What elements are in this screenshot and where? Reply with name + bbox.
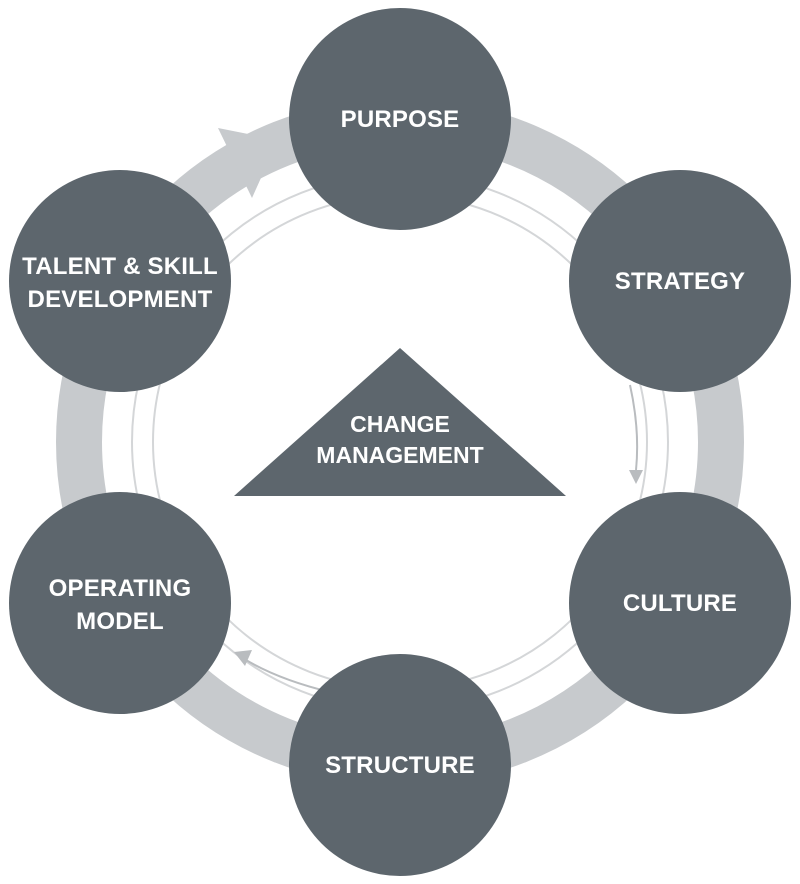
- outer-ring-arrowhead: [218, 128, 278, 198]
- center-label-line-2: MANAGEMENT: [316, 442, 483, 468]
- node-structure-label: STRUCTURE: [325, 752, 475, 779]
- node-talent-skill-label-line-2: DEVELOPMENT: [28, 286, 213, 313]
- node-talent-skill-label-line-1: TALENT & SKILL: [22, 253, 218, 280]
- node-strategy-circle: [569, 170, 791, 392]
- node-operating-model-label-line-1: OPERATING: [49, 575, 192, 602]
- right-thin-arrow-line: [629, 384, 639, 471]
- node-structure-circle: [289, 654, 511, 876]
- node-talent-skill: TALENT & SKILL DEVELOPMENT: [9, 170, 231, 392]
- node-culture-label: CULTURE: [623, 590, 737, 617]
- node-operating-model-circle: [9, 492, 231, 714]
- node-operating-model-label-line-2: MODEL: [76, 608, 164, 635]
- node-strategy-label: STRATEGY: [615, 268, 746, 295]
- node-culture-circle: [569, 492, 791, 714]
- center-label-line-1: CHANGE: [350, 411, 450, 437]
- change-management-triangle: [234, 348, 566, 496]
- node-culture: CULTURE: [569, 492, 791, 714]
- lower-left-thin-arrowhead: [234, 650, 252, 666]
- node-purpose: PURPOSE: [289, 8, 511, 230]
- node-talent-skill-circle: [9, 170, 231, 392]
- node-structure: STRUCTURE: [289, 654, 511, 876]
- node-purpose-label: PURPOSE: [341, 106, 460, 133]
- lower-left-thin-arrow-line: [245, 659, 331, 693]
- node-purpose-circle: [289, 8, 511, 230]
- right-thin-arrowhead: [629, 470, 643, 484]
- node-strategy: STRATEGY: [569, 170, 791, 392]
- node-operating-model: OPERATING MODEL: [9, 492, 231, 714]
